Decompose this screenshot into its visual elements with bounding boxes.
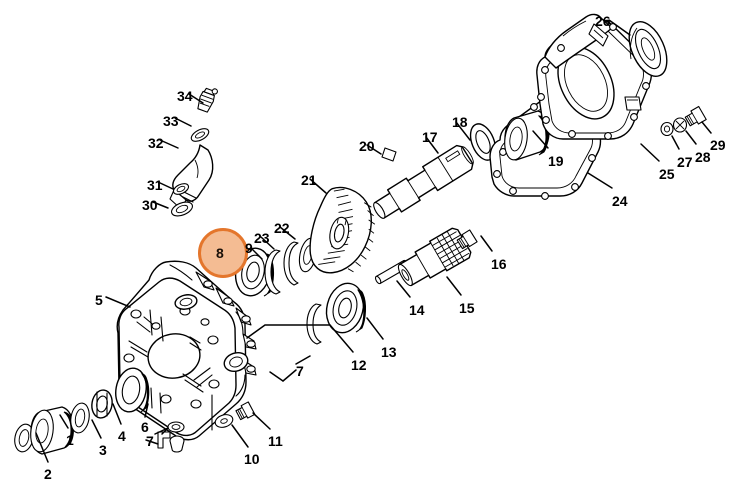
- callout-number-3[interactable]: 3: [99, 442, 107, 458]
- callout-number-6[interactable]: 6: [141, 419, 149, 435]
- callout-number-7[interactable]: 7: [296, 363, 304, 379]
- bolt-washer-lower: [214, 401, 256, 428]
- callout-number-29[interactable]: 29: [710, 137, 726, 153]
- pinion-assembly: [306, 227, 478, 345]
- leader-lines: [35, 19, 712, 463]
- callout-number-34[interactable]: 34: [177, 88, 193, 104]
- callout-number-22[interactable]: 22: [274, 220, 290, 236]
- main-housing-body: [116, 260, 257, 441]
- callout-number-26[interactable]: 26: [595, 13, 611, 29]
- bevel-gear-21: [309, 186, 376, 274]
- callout-number-30[interactable]: 30: [142, 197, 158, 213]
- highlight-circle-part-8: [198, 228, 248, 278]
- callout-number-9[interactable]: 9: [245, 240, 253, 256]
- callout-number-20[interactable]: 20: [359, 138, 375, 154]
- callout-number-15[interactable]: 15: [459, 300, 475, 316]
- callout-number-33[interactable]: 33: [163, 113, 179, 129]
- cover-housing-assembly: [489, 13, 668, 200]
- callout-number-27[interactable]: 27: [677, 154, 693, 170]
- shaft-assembly-17: [373, 123, 497, 219]
- callout-number-21[interactable]: 21: [301, 172, 317, 188]
- callout-number-11[interactable]: 11: [268, 433, 283, 449]
- callout-number-4[interactable]: 4: [118, 428, 126, 444]
- callout-number-7[interactable]: 7: [146, 433, 154, 449]
- callout-number-19[interactable]: 19: [548, 153, 564, 169]
- callout-number-12[interactable]: 12: [351, 357, 367, 373]
- callout-number-18[interactable]: 18: [452, 114, 468, 130]
- callout-number-5[interactable]: 5: [95, 292, 103, 308]
- callout-number-28[interactable]: 28: [695, 149, 711, 165]
- grease-fitting-assembly: [169, 87, 218, 217]
- washer-bolt-group-right: [660, 105, 707, 137]
- callout-number-14[interactable]: 14: [409, 302, 425, 318]
- callout-number-31[interactable]: 31: [147, 177, 163, 193]
- seal-stack-left: [14, 367, 185, 455]
- callout-number-8[interactable]: 8: [216, 245, 224, 261]
- callout-number-10[interactable]: 10: [244, 451, 260, 467]
- callout-number-2[interactable]: 2: [44, 466, 52, 482]
- callout-number-32[interactable]: 32: [148, 135, 164, 151]
- callout-number-23[interactable]: 23: [254, 230, 270, 246]
- callout-number-1[interactable]: 1: [66, 432, 74, 448]
- callout-number-24[interactable]: 24: [612, 193, 628, 209]
- callout-number-16[interactable]: 16: [491, 256, 507, 272]
- callout-number-13[interactable]: 13: [381, 344, 397, 360]
- callout-number-25[interactable]: 25: [659, 166, 675, 182]
- callout-number-17[interactable]: 17: [422, 129, 438, 145]
